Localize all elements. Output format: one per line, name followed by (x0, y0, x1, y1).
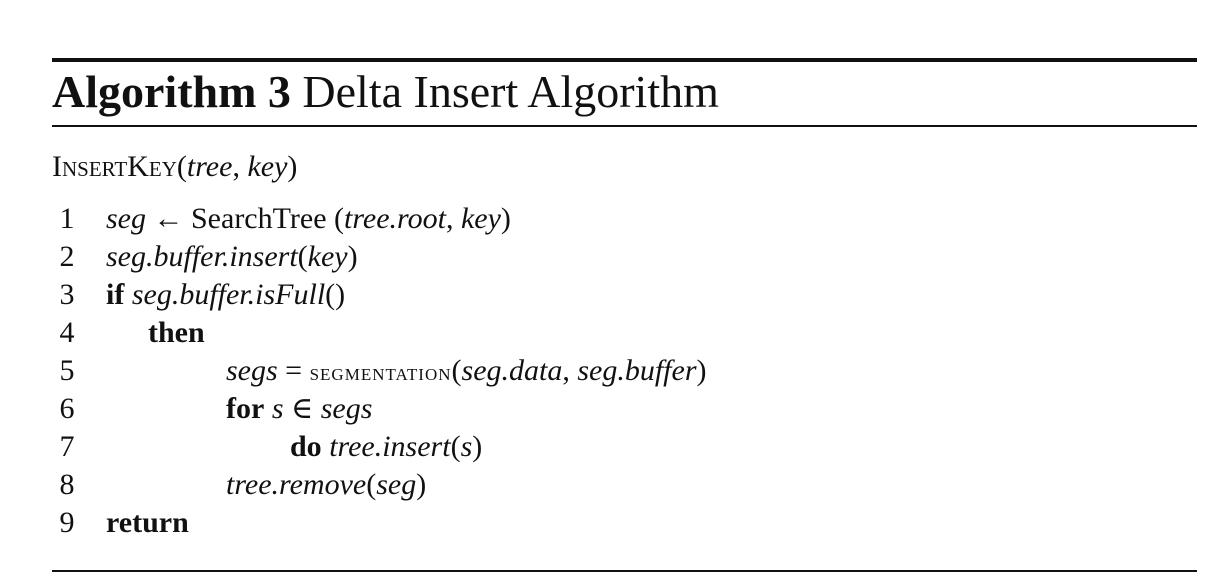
code-token: segs (320, 392, 373, 425)
code-token: ) (500, 202, 511, 235)
procedure-name: InsertKey (52, 150, 177, 183)
code-token: ( (366, 468, 377, 501)
line-number: 3 (59, 278, 75, 311)
caption-rule (52, 125, 1197, 127)
line-number: 5 (59, 354, 75, 387)
code-token: ) (696, 354, 707, 387)
code-token: ( (451, 354, 462, 387)
code-token: () (325, 278, 346, 311)
code-token: ← SearchTree ( (146, 202, 345, 235)
keyword-do: do (290, 430, 322, 463)
line-code: then (148, 314, 205, 352)
keyword-then: then (148, 316, 205, 349)
code-token: seg.buffer.insert (106, 240, 298, 273)
code-token: tree.remove (226, 468, 367, 501)
code-token: , (445, 202, 461, 235)
code-token: tree.root (344, 202, 446, 235)
line-number: 2 (59, 240, 75, 273)
signature-arg-tree: tree (186, 150, 233, 183)
signature-arg-key: key (247, 150, 288, 183)
keyword-for: for (226, 392, 265, 425)
line-code: do tree.insert(s) (290, 428, 482, 466)
signature-separator: , (232, 150, 248, 183)
code-token: ) (472, 430, 483, 463)
top-rule (52, 58, 1197, 62)
algorithm-label: Algorithm 3 (52, 66, 291, 117)
line-number: 9 (59, 506, 75, 539)
line-number: 8 (59, 468, 75, 501)
code-token: ( (450, 430, 461, 463)
signature-open-paren: ( (176, 150, 187, 183)
code-token: = (277, 354, 310, 387)
code-token: segs (226, 354, 278, 387)
procedure-signature: InsertKey(tree, key) (52, 150, 297, 184)
code-token: tree.insert (329, 430, 451, 463)
bottom-rule (52, 570, 1197, 572)
keyword-if: if (106, 278, 125, 311)
code-token: seg.buffer (577, 354, 697, 387)
line-number: 4 (59, 316, 75, 349)
code-token: ) (416, 468, 427, 501)
code-token: key (460, 202, 501, 235)
line-code: if seg.buffer.isFull() (106, 276, 345, 314)
code-token: seg (106, 202, 146, 235)
algorithm-caption: Algorithm 3 Delta Insert Algorithm (52, 62, 719, 122)
code-token: ) (347, 240, 358, 273)
line-number: 6 (59, 392, 75, 425)
line-code: for s ∈ segs (226, 390, 372, 428)
line-code: seg.buffer.insert(key) (106, 238, 358, 276)
code-token: seg (376, 468, 417, 501)
keyword-return: return (106, 506, 189, 539)
line-number: 7 (59, 430, 75, 463)
line-code: seg ← SearchTree (tree.root, key) (106, 200, 511, 238)
code-token: seg.data (461, 354, 563, 387)
code-token: seg.buffer.isFull (131, 278, 326, 311)
line-code: segs = SEGMENTATION(seg.data, seg.buffer… (226, 352, 707, 392)
signature-close-paren: ) (287, 150, 298, 183)
line-code: tree.remove(seg) (226, 466, 426, 504)
code-token: s (460, 430, 473, 463)
line-number: 1 (59, 202, 75, 235)
code-token: s (271, 392, 284, 425)
line-code: return (106, 504, 189, 542)
algorithm-title: Delta Insert Algorithm (302, 66, 719, 117)
code-token: , (562, 354, 578, 387)
function-segmentation: SEGMENTATION (309, 360, 452, 386)
code-token: ( (297, 240, 308, 273)
code-token: key (307, 240, 348, 273)
code-token: ∈ (283, 392, 321, 425)
